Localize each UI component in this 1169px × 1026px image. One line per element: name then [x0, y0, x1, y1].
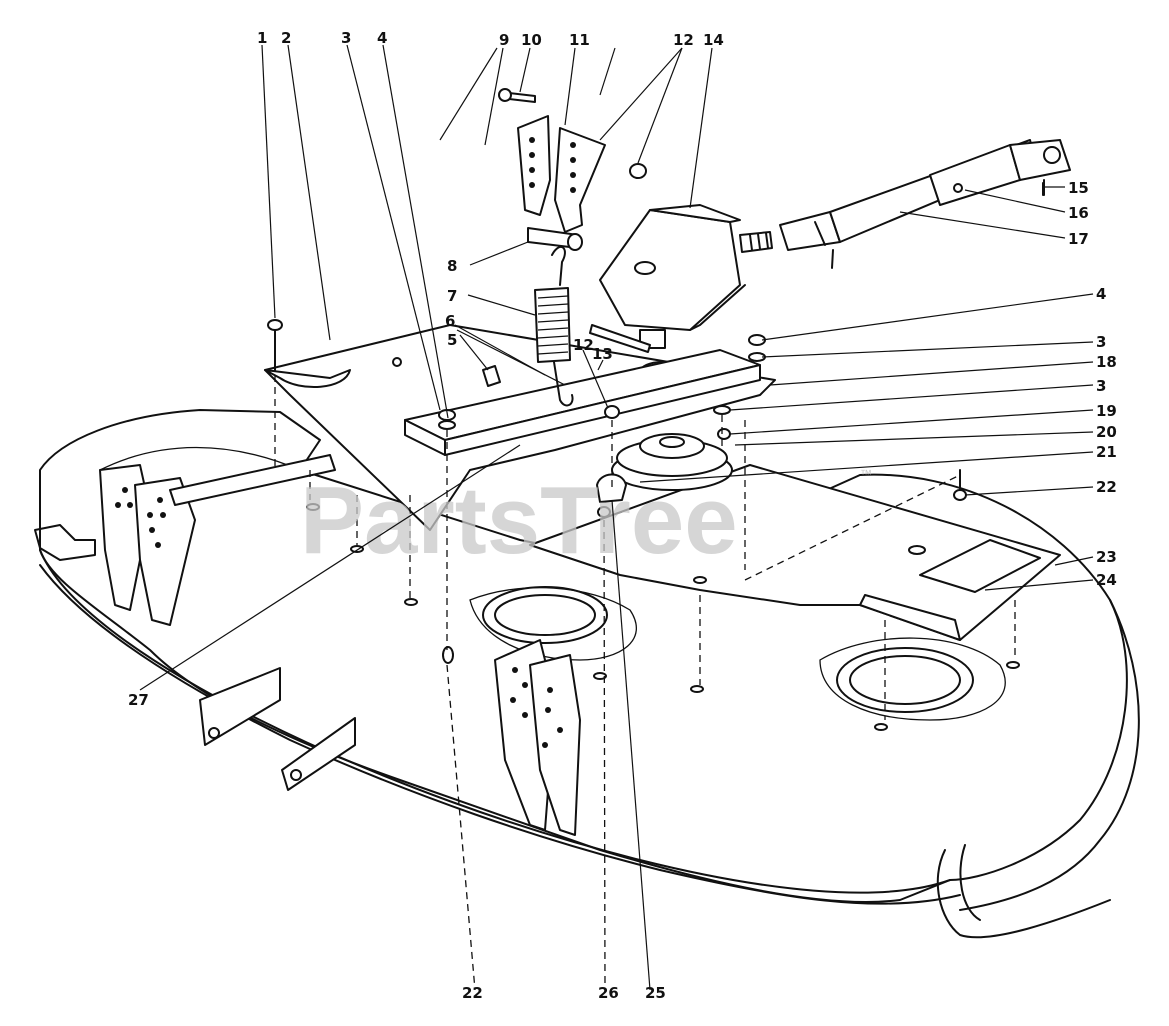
callout-7: 7 [447, 287, 457, 305]
callout-21: 21 [1096, 443, 1117, 461]
callout-4-right: 4 [1096, 285, 1106, 303]
callout-labels: 1 2 3 4 9 10 11 12 14 15 16 17 8 7 4 6 5… [128, 29, 1117, 1002]
callout-12-top: 12 [673, 31, 694, 49]
callout-3-right-top: 3 [1096, 333, 1106, 351]
assembly-guide-lines [274, 375, 1016, 991]
callout-10: 10 [521, 31, 542, 49]
callout-9: 9 [499, 31, 509, 49]
callout-27: 27 [128, 691, 149, 709]
callout-22-right: 22 [1096, 478, 1117, 496]
callout-8: 8 [447, 257, 457, 275]
callout-18: 18 [1096, 353, 1117, 371]
callout-14: 14 [703, 31, 724, 49]
callout-25: 25 [645, 984, 666, 1002]
rear-hanger-brackets [494, 639, 581, 836]
callout-6: 6 [445, 312, 455, 330]
callout-1: 1 [257, 29, 267, 47]
callout-16: 16 [1068, 204, 1089, 222]
callout-19: 19 [1096, 402, 1117, 420]
watermark: PartsTree ™ [300, 467, 872, 574]
tension-spring [534, 245, 574, 407]
callout-12-mid: 12 [573, 336, 594, 354]
callout-5: 5 [447, 331, 457, 349]
callout-3-top: 3 [341, 29, 351, 47]
adjustment-plates [517, 115, 606, 251]
front-hanger-brackets [99, 454, 336, 626]
callout-13: 13 [592, 345, 613, 363]
callout-2: 2 [281, 29, 291, 47]
drive-shaft [779, 139, 1071, 269]
callout-23: 23 [1096, 548, 1117, 566]
watermark-text: PartsTree [300, 467, 738, 574]
leader-lines [139, 44, 1094, 991]
front-link-plates [199, 667, 356, 791]
callout-4-top: 4 [377, 29, 387, 47]
callout-3-right-mid: 3 [1096, 377, 1106, 395]
callout-20: 20 [1096, 423, 1117, 441]
channel-bracket [404, 349, 761, 456]
callout-15: 15 [1068, 179, 1089, 197]
callout-26: 26 [598, 984, 619, 1002]
idler-arm-plate [529, 464, 1061, 641]
gearbox [589, 204, 773, 353]
callout-17: 17 [1068, 230, 1089, 248]
hardware [267, 88, 1044, 664]
watermark-trademark: ™ [860, 467, 872, 481]
callout-22-bottom: 22 [462, 984, 483, 1002]
callout-24: 24 [1096, 571, 1117, 589]
callout-11: 11 [569, 31, 590, 49]
